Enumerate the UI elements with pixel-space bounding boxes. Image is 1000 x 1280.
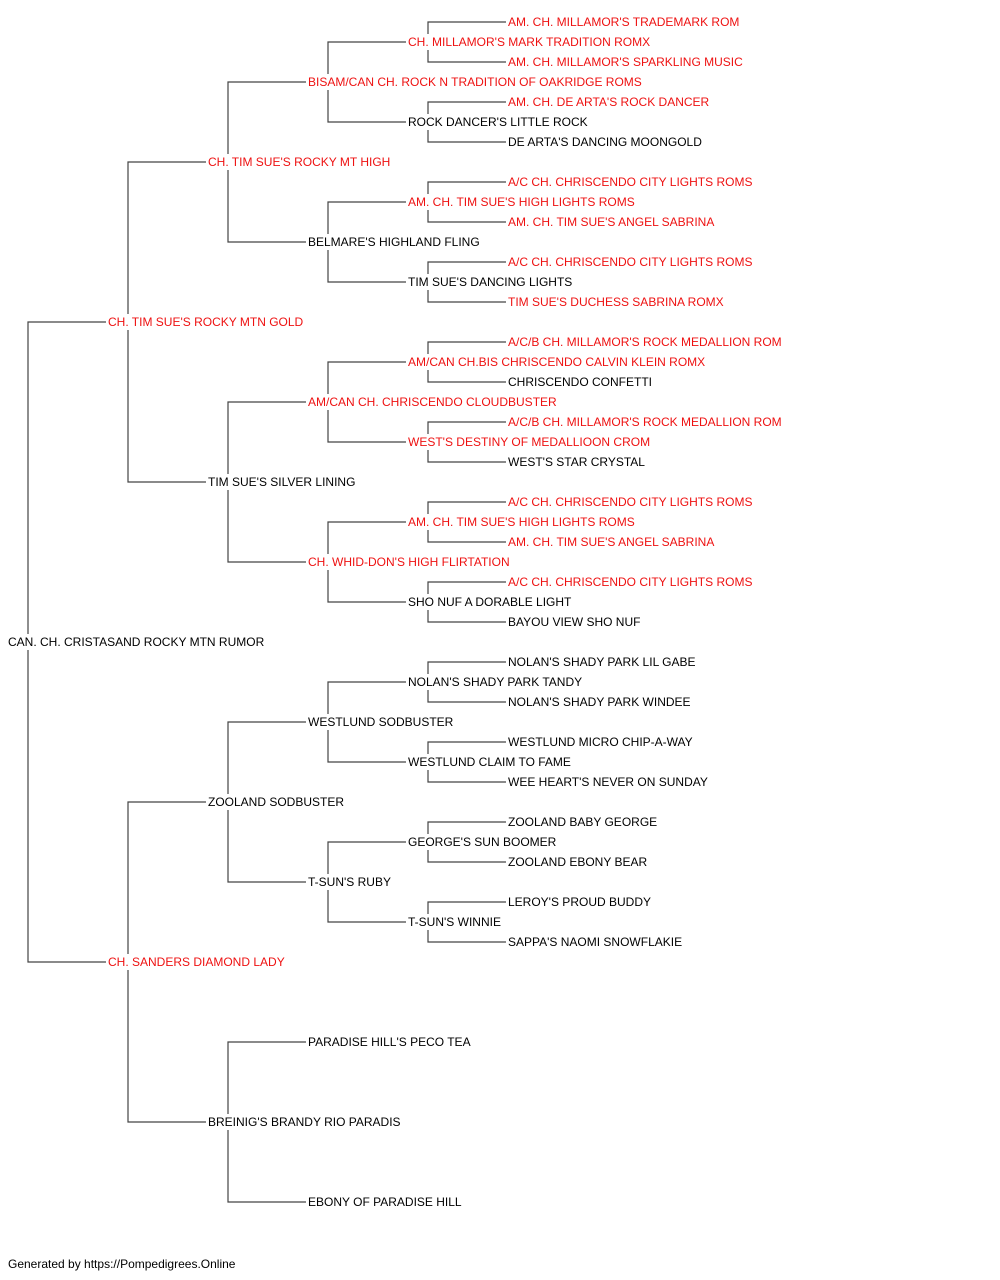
dog-name-gen5[interactable]: SAPPA'S NAOMI SNOWFLAKIE [508,934,683,950]
dog-name-gen4[interactable]: CH. MILLAMOR'S MARK TRADITION ROMX [408,34,651,50]
dog-name-gen4[interactable]: ROCK DANCER'S LITTLE ROCK [408,114,588,130]
dog-name-gen4[interactable]: SHO NUF A DORABLE LIGHT [408,594,572,610]
dog-name-gen5[interactable]: DE ARTA'S DANCING MOONGOLD [508,134,702,150]
dam-connector-line [227,802,306,883]
dam-connector-line [327,402,406,443]
dog-name-gen4[interactable]: WESTLUND CLAIM TO FAME [408,754,571,770]
dog-name-gen5[interactable]: LEROY'S PROUD BUDDY [508,894,651,910]
sire-connector-line [227,721,306,802]
dog-name-gen3[interactable]: PARADISE HILL'S PECO TEA [308,1034,471,1050]
dog-name-gen2[interactable]: CH. TIM SUE'S ROCKY MT HIGH [208,154,391,170]
sire-connector-line [327,201,406,242]
generated-by-footer: Generated by https://Pompedigrees.Online [8,1257,236,1271]
dog-name-gen3[interactable]: WESTLUND SODBUSTER [308,714,454,730]
dog-name-gen5[interactable]: WEE HEART'S NEVER ON SUNDAY [508,774,708,790]
dog-name-gen3[interactable]: AM/CAN CH. CHRISCENDO CLOUDBUSTER [308,394,557,410]
dog-name-gen2[interactable]: ZOOLAND SODBUSTER [208,794,345,810]
dog-name-gen5[interactable]: CHRISCENDO CONFETTI [508,374,652,390]
dog-name-gen5[interactable]: NOLAN'S SHADY PARK LIL GABE [508,654,696,670]
dog-name-gen5[interactable]: A/C CH. CHRISCENDO CITY LIGHTS ROMS [508,574,753,590]
dam-connector-line [227,162,306,243]
dog-name-gen2[interactable]: TIM SUE'S SILVER LINING [208,474,356,490]
dam-connector-line [27,642,106,963]
dam-connector-line [327,242,406,283]
sire-connector-line [327,41,406,82]
sire-connector-line [227,1041,306,1122]
dog-name-gen5[interactable]: NOLAN'S SHADY PARK WINDEE [508,694,691,710]
dog-name-gen3[interactable]: BISAM/CAN CH. ROCK N TRADITION OF OAKRID… [308,74,642,90]
dam-connector-line [127,962,206,1123]
dam-connector-line [227,1122,306,1203]
dog-name-gen5[interactable]: A/C CH. CHRISCENDO CITY LIGHTS ROMS [508,254,753,270]
dog-name-gen4[interactable]: NOLAN'S SHADY PARK TANDY [408,674,583,690]
dog-name-gen4[interactable]: WEST'S DESTINY OF MEDALLIOON CROM [408,434,651,450]
sire-connector-line [227,81,306,162]
dam-connector-line [327,722,406,763]
dog-name-gen5[interactable]: TIM SUE'S DUCHESS SABRINA ROMX [508,294,724,310]
sire-connector-line [327,841,406,882]
dog-name-gen5[interactable]: AM. CH. TIM SUE'S ANGEL SABRINA [508,534,715,550]
dog-name-gen3[interactable]: EBONY OF PARADISE HILL [308,1194,462,1210]
dog-name-gen5[interactable]: WEST'S STAR CRYSTAL [508,454,645,470]
dog-name-gen5[interactable]: AM. CH. DE ARTA'S ROCK DANCER [508,94,710,110]
dog-name-gen1[interactable]: CH. TIM SUE'S ROCKY MTN GOLD [108,314,304,330]
dam-connector-line [327,882,406,923]
sire-connector-line [127,801,206,962]
dog-name-gen4[interactable]: TIM SUE'S DANCING LIGHTS [408,274,573,290]
dog-name-gen1[interactable]: CH. SANDERS DIAMOND LADY [108,954,285,970]
dog-name-gen5[interactable]: AM. CH. TIM SUE'S ANGEL SABRINA [508,214,715,230]
dog-name-gen3[interactable]: CH. WHID-DON'S HIGH FLIRTATION [308,554,510,570]
dog-name-gen5[interactable]: A/C/B CH. MILLAMOR'S ROCK MEDALLION ROM [508,334,782,350]
dog-name-gen5[interactable]: AM. CH. MILLAMOR'S SPARKLING MUSIC [508,54,743,70]
dog-name-gen5[interactable]: BAYOU VIEW SHO NUF [508,614,641,630]
sire-connector-line [327,521,406,562]
dog-name-gen5[interactable]: AM. CH. MILLAMOR'S TRADEMARK ROM [508,14,740,30]
dog-name-gen4[interactable]: AM. CH. TIM SUE'S HIGH LIGHTS ROMS [408,194,635,210]
dam-connector-line [327,562,406,603]
dog-name-gen4[interactable]: GEORGE'S SUN BOOMER [408,834,557,850]
sire-connector-line [227,401,306,482]
sire-connector-line [127,161,206,322]
dam-connector-line [127,322,206,483]
dog-name-gen4[interactable]: AM/CAN CH.BIS CHRISCENDO CALVIN KLEIN RO… [408,354,706,370]
dog-name-gen4[interactable]: T-SUN'S WINNIE [408,914,501,930]
sire-connector-line [27,321,106,642]
dog-name-gen5[interactable]: ZOOLAND EBONY BEAR [508,854,648,870]
sire-connector-line [327,681,406,722]
dam-connector-line [327,82,406,123]
dog-name-gen0[interactable]: CAN. CH. CRISTASAND ROCKY MTN RUMOR [8,634,265,650]
dog-name-gen3[interactable]: BELMARE'S HIGHLAND FLING [308,234,480,250]
dog-name-gen5[interactable]: A/C CH. CHRISCENDO CITY LIGHTS ROMS [508,494,753,510]
dog-name-gen2[interactable]: BREINIG'S BRANDY RIO PARADIS [208,1114,401,1130]
dog-name-gen5[interactable]: WESTLUND MICRO CHIP-A-WAY [508,734,693,750]
dog-name-gen3[interactable]: T-SUN'S RUBY [308,874,391,890]
dog-name-gen4[interactable]: AM. CH. TIM SUE'S HIGH LIGHTS ROMS [408,514,635,530]
dam-connector-line [227,482,306,563]
dog-name-gen5[interactable]: A/C/B CH. MILLAMOR'S ROCK MEDALLION ROM [508,414,782,430]
dog-name-gen5[interactable]: ZOOLAND BABY GEORGE [508,814,658,830]
sire-connector-line [327,361,406,402]
dog-name-gen5[interactable]: A/C CH. CHRISCENDO CITY LIGHTS ROMS [508,174,753,190]
